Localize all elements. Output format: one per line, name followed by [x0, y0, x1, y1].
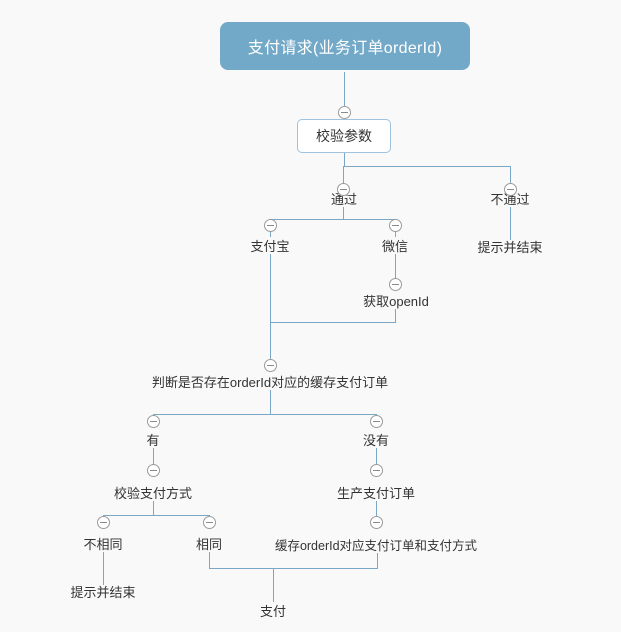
node-verify-pay-method[interactable]: 校验支付方式 [113, 486, 192, 501]
connector-create-to-cache-order [376, 501, 377, 516]
connector-openid-down [395, 309, 396, 322]
collapse-minus-icon-check-cache[interactable] [264, 359, 277, 372]
connector-verify-method-down [153, 501, 154, 515]
collapse-minus-icon-wechat[interactable] [389, 219, 402, 232]
connector-split-alipay-wechat [270, 219, 396, 220]
node-create-pay-order[interactable]: 生产支付订单 [336, 486, 415, 501]
node-verify-params[interactable]: 校验参数 [297, 119, 391, 153]
connector-merge-to-pay [209, 568, 378, 569]
connector-same-down [209, 552, 210, 568]
connector-to-notpass [510, 166, 511, 184]
connector-notpass-to-end [510, 207, 511, 240]
collapse-minus-icon-not-same[interactable] [97, 516, 110, 529]
collapse-minus-icon-get-openid[interactable] [389, 278, 402, 291]
connector-split-pass-notpass [343, 166, 511, 167]
connector-alipay-down [270, 254, 271, 322]
connector-cacheorder-down [377, 553, 378, 568]
connector-down-to-check-cache [270, 322, 271, 359]
node-pay[interactable]: 支付 [259, 604, 286, 619]
connector-notsame-to-end [103, 552, 104, 585]
node-not-pass-end[interactable]: 提示并结束 [477, 240, 543, 255]
connector-merge-to-check-cache [270, 322, 396, 323]
node-not-same-end[interactable]: 提示并结束 [70, 585, 136, 600]
collapse-minus-icon-create-pay-order[interactable] [370, 464, 383, 477]
node-same[interactable]: 相同 [195, 537, 222, 552]
connector-pass-down [343, 207, 344, 219]
connector-root-to-verify [344, 72, 345, 106]
collapse-minus-icon-alipay[interactable] [264, 219, 277, 232]
node-cache-pay-order[interactable]: 缓存orderId对应支付订单和支付方式 [274, 539, 478, 553]
node-check-cache-order[interactable]: 判断是否存在orderId对应的缓存支付订单 [151, 375, 389, 390]
collapse-minus-icon-no-cache[interactable] [370, 415, 383, 428]
connector-split-notsame-same [103, 515, 210, 516]
connector-verify-down [344, 148, 345, 166]
connector-check-cache-down [270, 390, 271, 414]
node-has-cache[interactable]: 有 [146, 433, 160, 448]
node-not-same[interactable]: 不相同 [83, 537, 123, 552]
node-alipay[interactable]: 支付宝 [250, 239, 290, 254]
collapse-minus-icon-same[interactable] [203, 516, 216, 529]
node-no-cache[interactable]: 没有 [362, 433, 389, 448]
connector-wechat-to-openid [395, 254, 396, 280]
connector-down-to-pay [273, 568, 274, 602]
node-pass[interactable]: 通过 [330, 192, 357, 207]
collapse-minus-icon-notpass[interactable] [504, 183, 517, 196]
connector-has-to-verify-method [153, 448, 154, 466]
node-wechat[interactable]: 微信 [381, 239, 408, 254]
collapse-minus-icon-verify-params[interactable] [338, 106, 351, 119]
node-not-pass[interactable]: 不通过 [490, 192, 530, 207]
collapse-minus-icon-verify-pay-method[interactable] [147, 464, 160, 477]
node-get-openid[interactable]: 获取openId [363, 294, 429, 309]
collapse-minus-icon-has-cache[interactable] [147, 415, 160, 428]
connector-nocache-to-create-order [376, 448, 377, 466]
node-payment-request[interactable]: 支付请求(业务订单orderId) [220, 22, 470, 70]
collapse-minus-icon-pass[interactable] [337, 183, 350, 196]
connector-to-pass [343, 166, 344, 184]
connector-split-has-nocache [153, 414, 377, 415]
collapse-minus-icon-cache-pay-order[interactable] [370, 516, 383, 529]
